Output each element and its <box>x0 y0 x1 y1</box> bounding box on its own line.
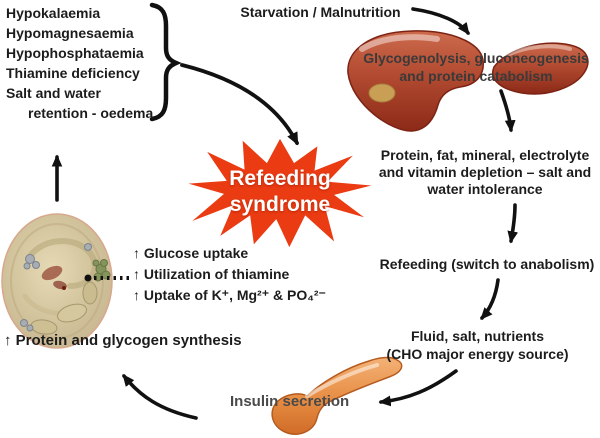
liver-caption-line2: and protein catabolism <box>399 68 553 84</box>
depletion-line3: water intolerance <box>427 181 543 197</box>
effect-item: ↑ Uptake of K⁺, Mg²⁺ & PO₄²⁻ <box>133 287 326 303</box>
effect-item: ↑ Glucose uptake <box>133 245 249 261</box>
complications-list: Hypokalaemia Hypomagnesaemia Hypophospha… <box>6 3 156 123</box>
complication-item: Thiamine deficiency <box>6 65 140 81</box>
depletion-label: Protein, fat, mineral, electrolyte and v… <box>375 147 595 198</box>
fluid-line2: (CHO major energy source) <box>386 346 569 362</box>
effect-item: ↑ Utilization of thiamine <box>133 266 290 282</box>
complication-item: Salt and water <box>6 85 101 101</box>
insulin-label: Insulin secretion <box>230 393 350 410</box>
depletion-line1: Protein, fat, mineral, electrolyte <box>380 147 590 163</box>
liver-caption-line1: Glycogenolysis, gluconeogenesis <box>363 50 589 66</box>
arrow-depletion-to-refeeding <box>507 203 519 244</box>
liver-icon <box>347 30 589 132</box>
refeeding-step-label: Refeeding (switch to anabolism) <box>379 256 595 272</box>
arrow-pancreas-to-cell <box>122 374 198 420</box>
complication-item: retention - oedema <box>28 105 154 121</box>
arrow-refeeding-to-fluid <box>480 278 500 320</box>
complication-item: Hypokalaemia <box>6 5 101 21</box>
depletion-line2: and vitamin depletion – salt and <box>378 164 592 180</box>
complication-item: Hypophosphataemia <box>6 45 144 61</box>
starburst-label: Refeeding syndrome <box>184 166 376 218</box>
pancreas-icon <box>271 356 403 435</box>
starburst-line1: Refeeding <box>229 167 331 190</box>
fluid-line1: Fluid, salt, nutrients <box>410 328 544 344</box>
starvation-label: Starvation / Malnutrition <box>240 4 401 20</box>
complication-item: Hypomagnesaemia <box>6 25 134 41</box>
starburst-line2: syndrome <box>229 193 331 216</box>
arrow-brace-to-starburst <box>180 63 299 146</box>
starburst-icon <box>188 138 372 248</box>
cell-effects-list: ↑ Glucose uptake ↑ Utilization of thiami… <box>133 243 363 306</box>
cell-icon <box>1 213 113 349</box>
liver-caption: Glycogenolysis, gluconeogenesis and prot… <box>362 49 590 85</box>
gallbladder-icon <box>368 83 396 103</box>
vesicles <box>20 243 92 332</box>
fluid-label: Fluid, salt, nutrients (CHO major energy… <box>365 327 590 363</box>
protein-synthesis-label: ↑ Protein and glycogen synthesis <box>4 332 242 349</box>
